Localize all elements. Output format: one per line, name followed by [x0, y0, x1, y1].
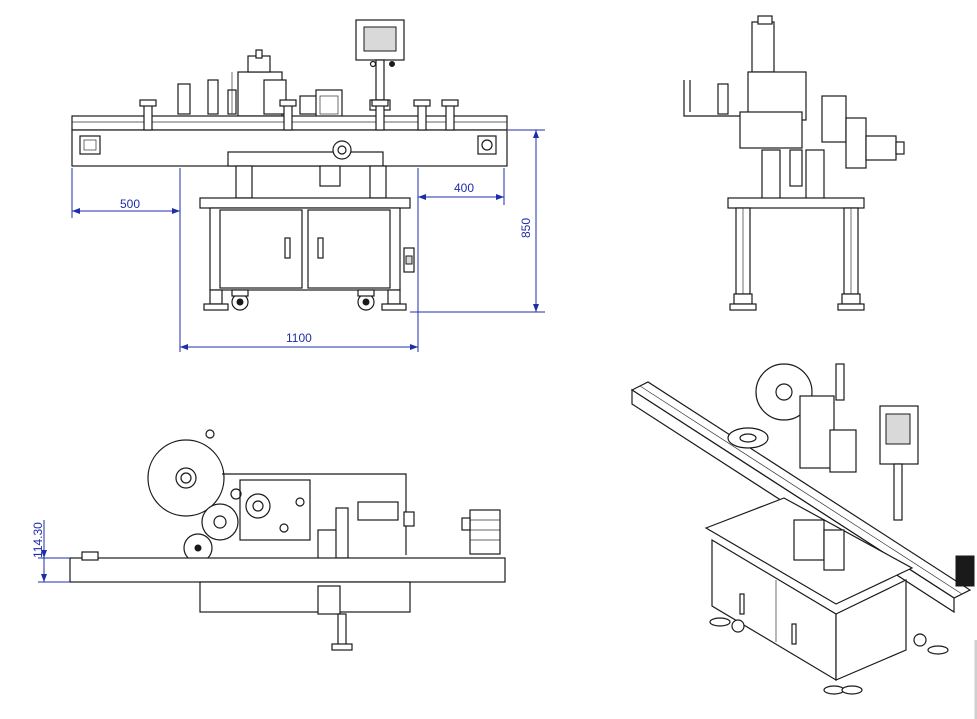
center-drive: [227, 140, 387, 199]
dim-400: 400: [454, 181, 474, 195]
top-view: 114.30: [31, 429, 506, 651]
motor: [461, 509, 501, 555]
labeler-frame: [222, 473, 415, 561]
dim-114-30: 114.30: [31, 522, 45, 558]
label-reels: [147, 429, 239, 563]
cabinet: [199, 197, 415, 291]
labeling-head: [177, 49, 343, 121]
isometric-view: [630, 363, 977, 719]
front-view: 500 400 850 1100: [71, 19, 545, 352]
dim-1100: 1100: [286, 331, 312, 345]
top-dimensions: 114.30: [31, 520, 70, 583]
control-panel: [355, 19, 405, 111]
front-dimensions: 500 400 850 1100: [71, 129, 545, 352]
side-view: [683, 15, 905, 311]
rail-posts: [139, 99, 459, 131]
dim-500: 500: [120, 197, 140, 211]
feet: [203, 289, 407, 311]
top-conveyor: [69, 551, 506, 651]
dim-850: 850: [519, 218, 533, 238]
